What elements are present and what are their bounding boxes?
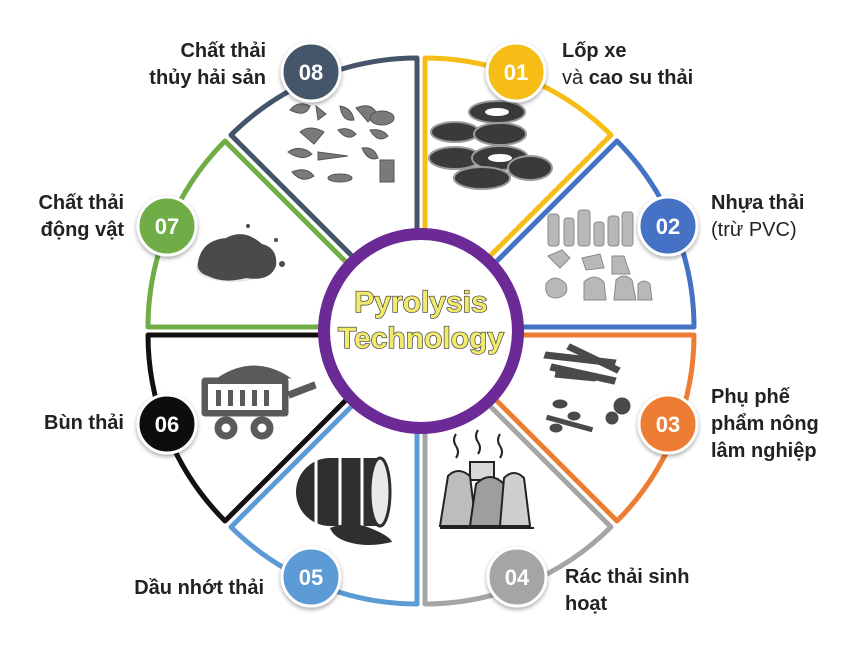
animal-waste-icon <box>196 224 285 282</box>
badge-04-number: 04 <box>505 565 530 590</box>
label-02: Nhựa thải (trừ PVC) <box>711 190 804 244</box>
label-02-line2: (trừ PVC) <box>711 219 797 241</box>
badge-07: 07 <box>136 195 198 257</box>
label-06-line1: Bùn thải <box>44 412 124 434</box>
label-03-line3: lâm nghiệp <box>711 440 817 462</box>
center-title-line1: Pyrolysis <box>354 286 487 319</box>
badge-03: 03 <box>637 393 699 455</box>
label-03-line1: Phụ phế <box>711 386 790 408</box>
badge-02: 02 <box>637 195 699 257</box>
center-title-line2: Technology <box>338 322 504 355</box>
label-08: Chất thải thủy hải sản <box>149 38 266 92</box>
label-08-line1: Chất thải <box>180 40 266 62</box>
center-hub: Pyrolysis Technology <box>318 228 524 434</box>
badge-08: 08 <box>280 41 342 103</box>
label-06: Bùn thải <box>44 410 124 437</box>
label-07-line1: Chất thải <box>38 192 124 214</box>
badge-05: 05 <box>280 546 342 608</box>
badge-02-number: 02 <box>656 214 680 239</box>
badge-04: 04 <box>486 546 548 608</box>
badge-08-number: 08 <box>299 60 323 85</box>
label-07: Chất thải động vật <box>38 190 124 244</box>
badge-01: 01 <box>485 41 547 103</box>
label-01-line2: cao su thải <box>588 67 694 89</box>
label-01-line2-prefix: và <box>562 67 589 89</box>
badge-05-number: 05 <box>299 565 323 590</box>
label-04-line1: Rác thải sinh <box>565 566 690 588</box>
tires-icon <box>428 100 553 190</box>
oil-barrel-icon <box>296 456 392 545</box>
label-02-line1: Nhựa thải <box>711 192 805 214</box>
badge-06-number: 06 <box>155 412 179 437</box>
label-03-line2: phẩm nông <box>711 413 819 435</box>
plastic-waste-icon <box>545 209 653 301</box>
garbage-bags-icon <box>438 429 534 529</box>
badge-07-number: 07 <box>155 214 179 239</box>
badge-06: 06 <box>136 393 198 455</box>
label-07-line2: động vật <box>40 219 124 241</box>
agricultural-byproduct-icon <box>543 343 631 433</box>
label-03: Phụ phế phẩm nông lâm nghiệp <box>711 384 819 465</box>
label-04-line2: hoạt <box>565 593 608 615</box>
label-01-line1: Lốp xe <box>562 40 627 62</box>
badge-03-number: 03 <box>656 412 680 437</box>
sludge-cart-icon <box>201 365 317 440</box>
label-08-line2: thủy hải sản <box>149 67 266 89</box>
seafood-waste-icon <box>287 103 395 183</box>
label-05-line1: Dầu nhớt thải <box>134 577 264 599</box>
label-04: Rác thải sinh hoạt <box>565 564 689 618</box>
label-01: Lốp xe và cao su thải <box>562 38 693 92</box>
badge-01-number: 01 <box>504 60 528 85</box>
label-05: Dầu nhớt thải <box>134 575 264 602</box>
